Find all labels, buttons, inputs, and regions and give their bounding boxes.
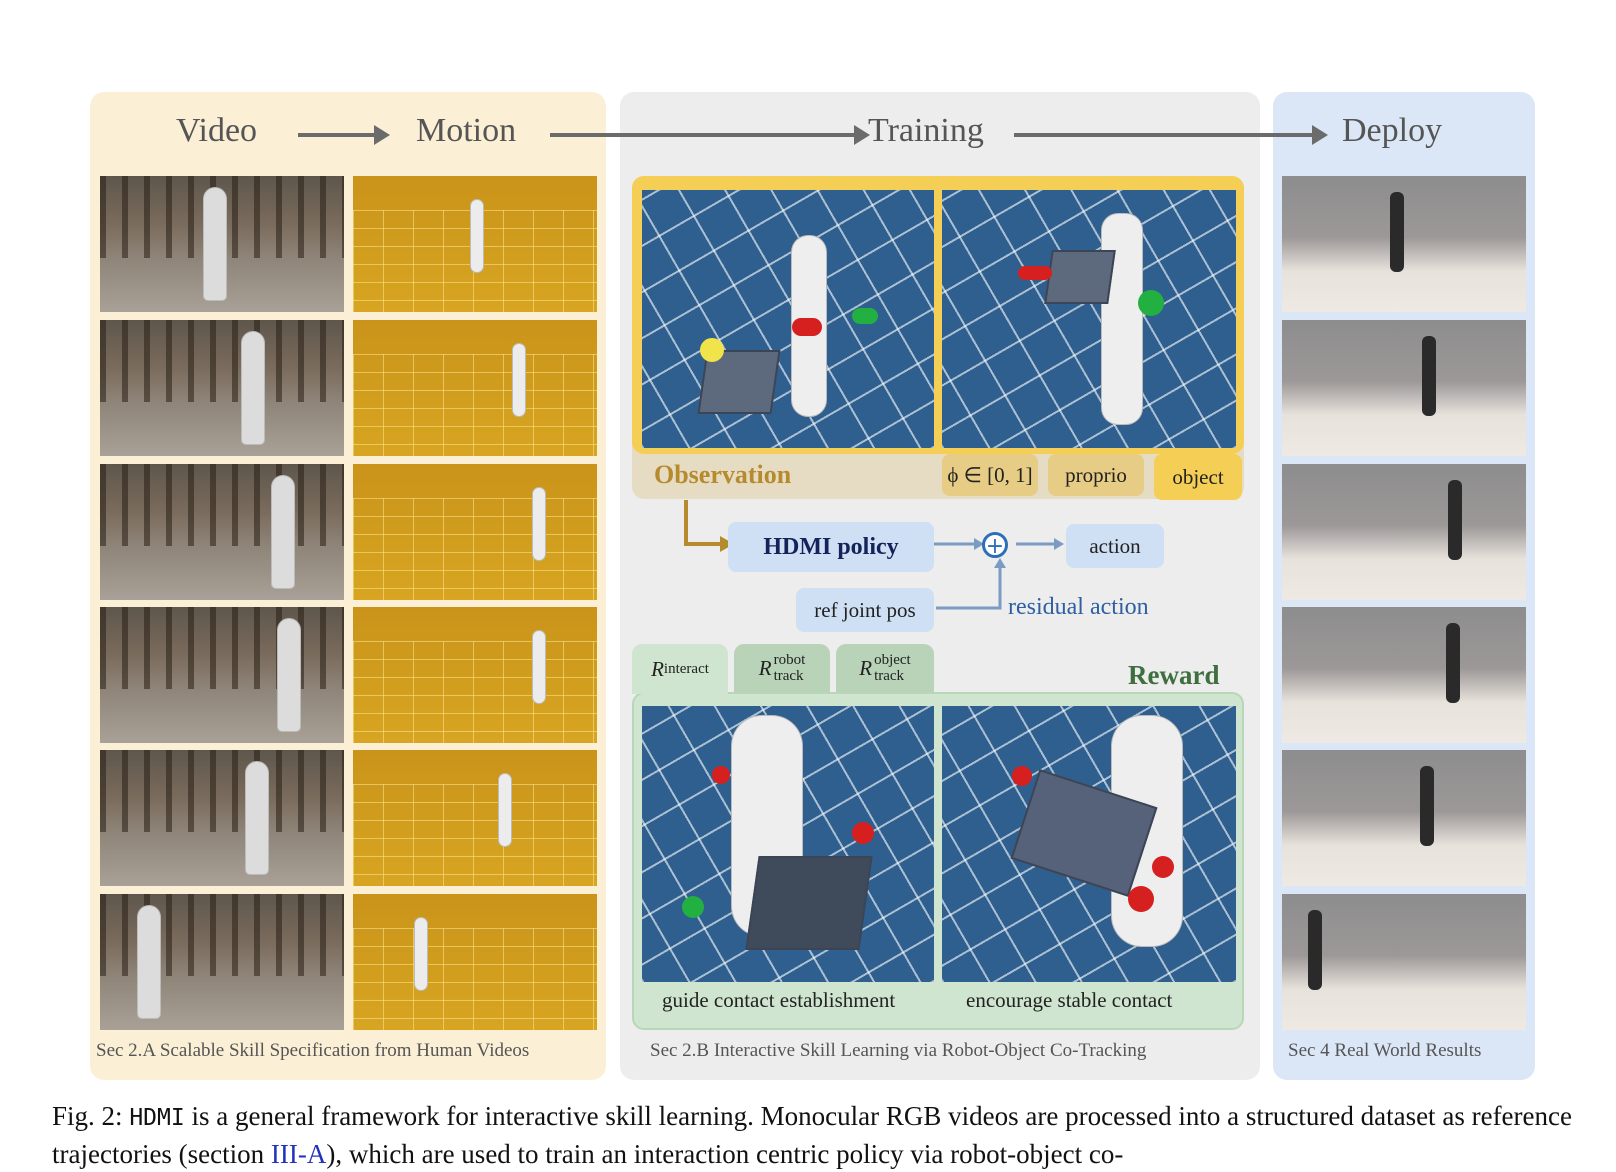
video-frame-4 (100, 607, 344, 743)
reward-title: Reward (1128, 660, 1220, 690)
arrow-training-deploy (1014, 125, 1328, 145)
marker-red (792, 318, 822, 336)
marker-green (852, 308, 878, 324)
obs-proprio-chip: proprio (1048, 454, 1144, 496)
figure-caption: Fig. 2: HDMI is a general framework for … (52, 1098, 1572, 1172)
arrow-motion-training (550, 125, 870, 145)
caption-text-1: is a general framework for interactive s… (52, 1101, 1572, 1169)
deploy-frame-5 (1282, 750, 1526, 886)
contact-red (712, 766, 730, 784)
caption-prefix: Fig. 2: (52, 1101, 130, 1131)
motion-frame-4 (353, 607, 597, 743)
deploy-frame-3 (1282, 464, 1526, 600)
reward-caption-left: guide contact establishment (662, 988, 896, 1012)
header-deploy: Deploy (1342, 112, 1443, 149)
deploy-frame-1 (1282, 176, 1526, 312)
reward-sim-right (942, 706, 1236, 982)
obs-object-chip: object (1154, 454, 1242, 500)
header-training: Training (868, 112, 984, 149)
observation-sim-left (642, 190, 934, 448)
caption-code: HDMI (129, 1105, 185, 1131)
observation-sim-right (942, 190, 1236, 448)
motion-frame-2 (353, 320, 597, 456)
contact-red (852, 822, 874, 844)
contact-red (1012, 766, 1032, 786)
motion-frame-1 (353, 176, 597, 312)
video-frame-1 (100, 176, 344, 312)
action-box: action (1066, 524, 1164, 568)
marker-yellow (700, 338, 724, 362)
reward-sim-left (642, 706, 934, 982)
policy-flow-arrows (684, 500, 1064, 610)
video-frame-3 (100, 464, 344, 600)
section-caption-training: Sec 2.B Interactive Skill Learning via R… (650, 1040, 1147, 1061)
contact-red (1128, 886, 1154, 912)
deploy-frame-2 (1282, 320, 1526, 456)
residual-action-label: residual action (1008, 594, 1149, 620)
observation-title: Observation (654, 460, 792, 489)
motion-frame-6 (353, 894, 597, 1030)
caption-text-2: ), which are used to train an interactio… (326, 1139, 1124, 1169)
video-frame-6 (100, 894, 344, 1030)
video-frame-2 (100, 320, 344, 456)
deploy-frame-4 (1282, 607, 1526, 743)
obs-phase-chip: ϕ ∈ [0, 1] (942, 454, 1038, 496)
reward-caption-right: encourage stable contact (966, 988, 1173, 1012)
ref-joint-pos-box: ref joint pos (796, 588, 934, 632)
deploy-frame-6 (1282, 894, 1526, 1030)
marker-red (1018, 266, 1052, 280)
sum-node: + (982, 532, 1008, 559)
section-caption-video: Sec 2.A Scalable Skill Specification fro… (96, 1040, 530, 1061)
section-caption-deploy: Sec 4 Real World Results (1288, 1040, 1482, 1061)
video-frame-5 (100, 750, 344, 886)
caption-section-link[interactable]: III-A (270, 1139, 327, 1169)
motion-frame-3 (353, 464, 597, 600)
header-video: Video (176, 112, 258, 149)
arrow-video-motion (298, 125, 390, 145)
contact-green (682, 896, 704, 918)
contact-red (1152, 856, 1174, 878)
hdmi-policy-box: HDMI policy (728, 522, 934, 572)
header-motion: Motion (416, 112, 517, 149)
motion-frame-5 (353, 750, 597, 886)
marker-green (1138, 290, 1164, 316)
